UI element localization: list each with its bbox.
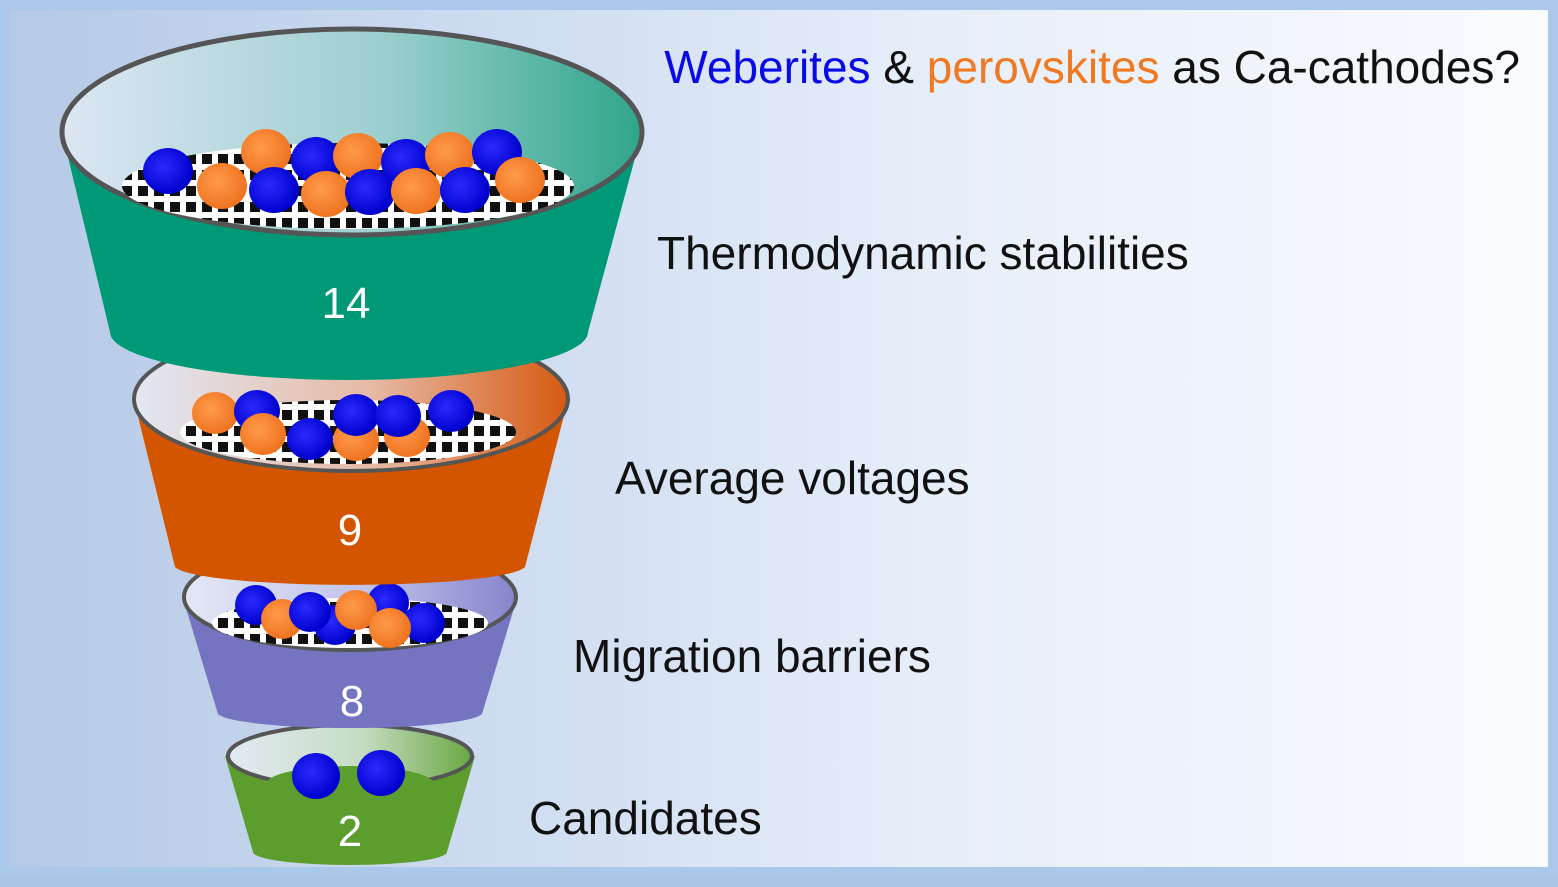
ball-blue <box>287 418 333 460</box>
bucket-floor <box>266 766 434 802</box>
ball-orange <box>369 608 411 648</box>
title-rest: as Ca-cathodes? <box>1159 41 1520 93</box>
ball-orange <box>301 171 351 217</box>
ball-blue <box>345 169 395 215</box>
ball-blue <box>249 167 299 213</box>
label-thermodynamic-stabilities: Thermodynamic stabilities <box>657 227 1189 279</box>
ball-blue <box>143 148 193 194</box>
title-weberites: Weberites <box>664 41 871 93</box>
ball-orange <box>495 157 545 203</box>
ball-orange <box>197 163 247 209</box>
stage-count: 14 <box>322 279 371 328</box>
title-ampersand: & <box>870 41 927 93</box>
ball-blue <box>292 753 340 799</box>
ball-orange <box>335 590 377 630</box>
stage-count: 2 <box>338 807 362 856</box>
ball-blue <box>289 592 331 632</box>
label-average-voltages: Average voltages <box>615 452 970 504</box>
label-migration-barriers: Migration barriers <box>573 630 931 682</box>
stage-candidates-bucket: 2 <box>225 723 475 865</box>
ball-blue <box>333 394 379 436</box>
stage-count: 8 <box>340 677 364 726</box>
ball-orange <box>391 168 441 214</box>
label-candidates: Candidates <box>529 792 762 844</box>
ball-orange <box>192 392 238 434</box>
ball-blue <box>428 390 474 432</box>
ball-orange <box>241 129 291 175</box>
ball-orange <box>333 133 383 179</box>
stage-thermodynamic-bucket: 14 <box>59 26 645 380</box>
funnel-diagram: 2 8 <box>59 26 645 865</box>
ball-blue <box>440 167 490 213</box>
ball-orange <box>240 413 286 455</box>
title-perovskites: perovskites <box>926 41 1160 93</box>
slide-title: Weberites & perovskites as Ca-cathodes? <box>664 40 1520 94</box>
ball-blue <box>357 750 405 796</box>
stage-migration-bucket: 8 <box>182 542 518 729</box>
ball-blue <box>375 395 421 437</box>
stage-count: 9 <box>338 506 362 555</box>
ball-blue <box>403 603 445 643</box>
ball-orange <box>425 132 475 178</box>
